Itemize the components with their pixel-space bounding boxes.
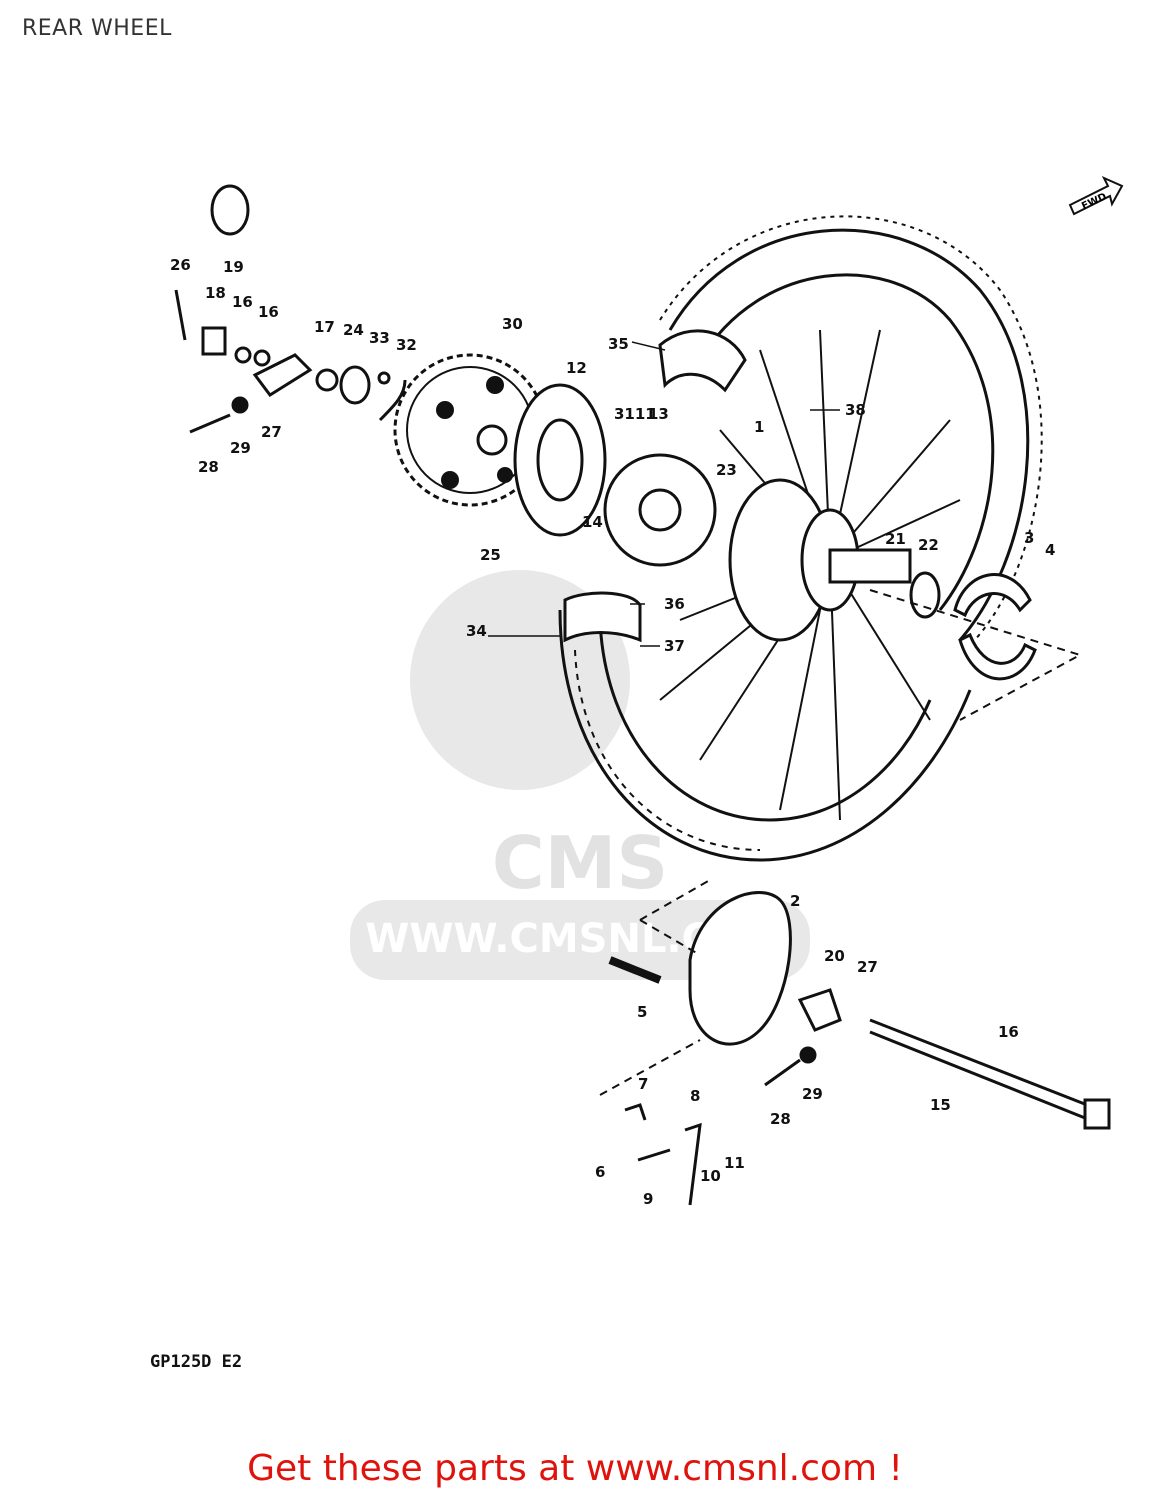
callout-label: 37 (664, 637, 685, 655)
leader-lines (488, 341, 840, 647)
callout-label: 11 (724, 1154, 745, 1172)
cush-rubber-damper (603, 453, 717, 567)
callout-label: 15 (930, 1096, 951, 1114)
callout-label: 34 (466, 622, 487, 640)
brake-panel (608, 891, 1111, 1206)
callout-label: 18 (205, 284, 226, 302)
callout-label: 3 (1024, 529, 1034, 547)
callout-label: 10 (700, 1167, 721, 1185)
callout-label: 22 (918, 536, 939, 554)
callout-label: 29 (802, 1085, 823, 1103)
page-title: REAR WHEEL (22, 16, 172, 41)
callout-label: 16 (998, 1023, 1019, 1041)
svg-text:CMS: CMS (492, 821, 668, 905)
callout-label: 33 (369, 329, 390, 347)
callout-label: 26 (170, 256, 191, 274)
callout-label: 20 (824, 947, 845, 965)
callout-label: 28 (198, 458, 219, 476)
callout-label: 35 (608, 335, 629, 353)
callout-label: 38 (845, 401, 866, 419)
callout-label: 2 (790, 892, 800, 910)
callout-label: 3111 (614, 405, 656, 423)
callout-label: 5 (637, 1003, 647, 1021)
sprocket-drum (513, 383, 607, 537)
callout-label: 9 (643, 1190, 653, 1208)
brake-shoes (953, 573, 1037, 681)
callout-label: 32 (396, 336, 417, 354)
callout-label: 8 (690, 1087, 700, 1105)
callout-label: 25 (480, 546, 501, 564)
fwd-arrow-icon: FWD (1068, 175, 1124, 216)
rear-tire (558, 215, 1043, 862)
callout-labels: 26 19 18 16 16 17 24 33 32 30 12 3111 13… (170, 256, 1055, 1208)
callout-label: 36 (664, 595, 685, 613)
callout-label: 30 (502, 315, 523, 333)
callout-label: 16 (232, 293, 253, 311)
callout-label: 21 (885, 530, 906, 548)
callout-label: 17 (314, 318, 335, 336)
cta-link-text[interactable]: Get these parts at www.cmsnl.com ! (247, 1448, 903, 1489)
callout-label: 7 (638, 1075, 648, 1093)
callout-label: 1 (754, 418, 764, 436)
buy-parts-link[interactable]: Get these parts at www.cmsnl.com ! (0, 1448, 1150, 1489)
callout-label: 6 (595, 1163, 605, 1181)
callout-label: 12 (566, 359, 587, 377)
callout-label: 19 (223, 258, 244, 276)
callout-label: 29 (230, 439, 251, 457)
callout-label: 27 (857, 958, 878, 976)
callout-label: 4 (1045, 541, 1055, 559)
callout-label: 23 (716, 461, 737, 479)
callout-label: 16 (258, 303, 279, 321)
callout-label: 28 (770, 1110, 791, 1128)
wheel-hub (728, 478, 941, 642)
callout-label: 14 (582, 513, 603, 531)
small-parts-upper (174, 184, 407, 434)
callout-label: 24 (343, 321, 364, 339)
callout-label: 13 (648, 405, 669, 423)
tube-and-rim-band (563, 329, 747, 643)
callout-label: 27 (261, 423, 282, 441)
model-code: GP125D E2 (150, 1352, 243, 1372)
